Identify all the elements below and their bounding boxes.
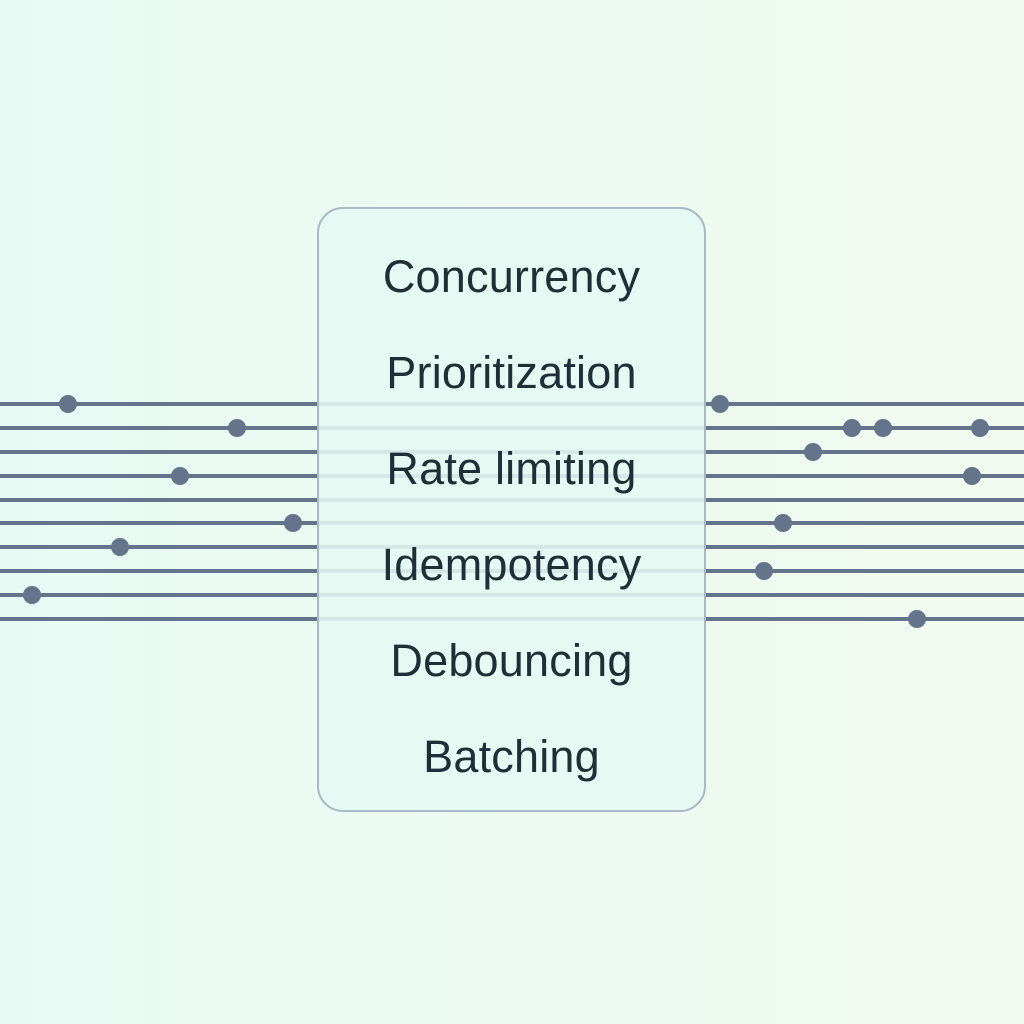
flow-dot <box>755 562 773 580</box>
card-item-label: Rate limiting <box>386 443 637 494</box>
card-item: Batching <box>329 709 694 805</box>
flow-dot <box>874 419 892 437</box>
flow-dot <box>228 419 246 437</box>
card-item-label: Idempotency <box>381 539 642 590</box>
card-item: Prioritization <box>329 325 694 421</box>
flow-dot <box>111 538 129 556</box>
card-item: Concurrency <box>329 229 694 325</box>
flow-dot <box>971 419 989 437</box>
card-item: Rate limiting <box>329 421 694 517</box>
flow-dot <box>284 514 302 532</box>
flow-dot <box>908 610 926 628</box>
flow-dot <box>59 395 77 413</box>
card-item: Debouncing <box>329 613 694 709</box>
flow-dot <box>711 395 729 413</box>
card-item-label: Debouncing <box>390 635 633 686</box>
flow-dot <box>804 443 822 461</box>
flow-dot <box>171 467 189 485</box>
card-item: Idempotency <box>329 517 694 613</box>
card-item-label: Batching <box>423 731 600 782</box>
concepts-card: Concurrency Prioritization Rate limiting… <box>317 207 706 812</box>
flow-dot <box>843 419 861 437</box>
card-item-label: Prioritization <box>386 347 637 398</box>
flow-dot <box>963 467 981 485</box>
flow-dot <box>774 514 792 532</box>
card-item-label: Concurrency <box>382 251 641 302</box>
flow-dot <box>23 586 41 604</box>
